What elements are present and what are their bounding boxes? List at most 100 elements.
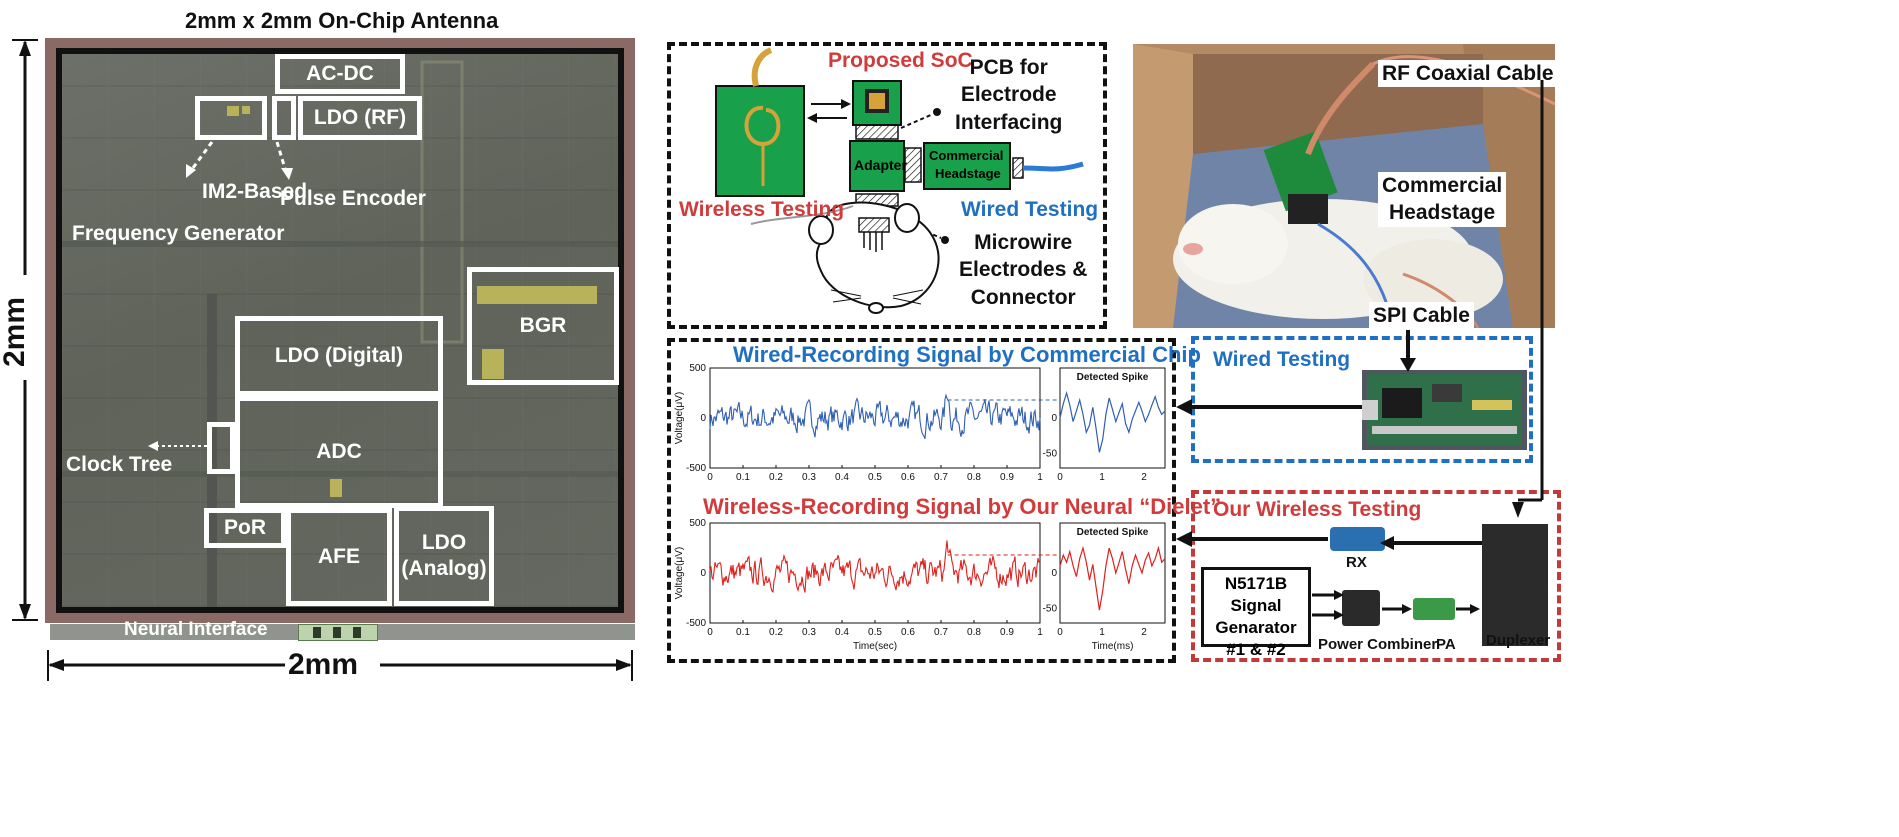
plot-1-xtick-1: 0.1 [736,627,750,638]
inset-0-xtick-2: 2 [1141,472,1147,483]
plot-0-xtick-1: 0.1 [736,472,750,483]
microwire-label: Microwire Electrodes & Connector [959,229,1087,311]
ldo-analog-label-2: (Analog) [401,557,487,580]
adapter-board: Adapter [849,140,907,192]
plot-1-xtick-7: 0.7 [934,627,948,638]
spi-cable-label: SPI Cable [1369,302,1474,328]
power-combiner-device [1342,590,1380,626]
ldo-digital-block: LDO (Digital) [235,316,443,396]
rf-coaxial-cable-label: RF Coaxial Cable [1378,60,1555,88]
ldo-rf-label: LDO (RF) [313,105,407,129]
pcb-label-line1: PCB for [969,56,1048,79]
por-label: PoR [224,515,266,539]
plot-0-xtick-5: 0.5 [868,472,882,483]
pcb-label: PCB for Electrode Interfacing [955,54,1062,136]
plot-1-xtick-0: 0 [707,627,713,638]
plot-0-xtick-2: 0.2 [769,472,783,483]
adc-label: ADC [316,439,362,463]
acdc-block: AC-DC [275,54,405,94]
inset-1-xtick-0: 0 [1057,627,1063,638]
chip-callout-arrows [148,141,293,451]
wireless-testing-label: Wireless Testing [679,198,845,221]
acdc-label: AC-DC [306,61,374,85]
adc-block: ADC [235,396,443,508]
neural-interface-label: Neural Interface [124,619,268,640]
rx-dongle [1330,527,1385,551]
afe-label: AFE [318,544,360,568]
plot-1-xtick-4: 0.4 [835,627,849,638]
por-block: PoR [204,508,286,548]
plot-0-ylabel: Voltage(μV) [674,392,685,444]
plot-0-ytick-0: 500 [689,363,706,374]
inset-1-ytick-0: 0 [1051,568,1057,579]
plot-1-xtick-2: 0.2 [769,627,783,638]
chip-width-label: 2mm [288,648,359,681]
chip-die: AC-DC LDO (RF) IM2-Based Frequency Gener… [62,54,619,607]
wired-recorder-board [1362,370,1527,450]
siggen-line2: Genarator [1215,618,1297,638]
vertical-dimension-arrow [12,39,38,621]
plot-0-ytick-1: 0 [700,413,706,424]
signal-generator-box: N5171B Signal Genarator #1 & #2 [1201,567,1311,659]
inset-0-ytick-0: 0 [1051,413,1057,424]
horizontal-dimension-arrow [47,650,633,681]
neural-interface-pads [298,624,378,641]
chip-title: 2mm x 2mm On-Chip Antenna [185,8,499,33]
ldo-digital-label: LDO (Digital) [274,343,404,367]
plot-1-ytick-2: -500 [686,618,706,629]
inset-0-xtick-1: 1 [1099,472,1105,483]
clock-tree-block [207,422,235,474]
ldo-analog-label-1: LDO [421,530,467,554]
im2-label-line1: IM2-Based [202,180,308,203]
plot-0-xtick-0: 0 [707,472,713,483]
im2-frequency-generator-block [195,96,267,140]
bgr-block: BGR [467,267,619,385]
photo-headstage-line2: Headstage [1389,201,1496,225]
pulse-encoder-label: Pulse Encoder [280,187,426,210]
microwire-label-line2: Electrodes & [959,258,1088,282]
plot-1-xlabel: Time(sec) [853,641,897,652]
setup-drawing [715,47,1084,314]
chip-height-label: 2mm [0,296,32,368]
plot-0-xtick-8: 0.8 [967,472,981,483]
headstage-label-1: Commercial [929,148,1004,163]
inset-0-spike-line [1059,390,1166,453]
plot-1-xtick-3: 0.3 [802,627,816,638]
ldo-analog-block: LDO (Analog) [394,506,494,606]
wired-box-title: Wired Testing [1213,348,1351,371]
inset-0-ytick-1: -50 [1043,449,1058,460]
connection-arrows [1176,80,1544,620]
pcb-label-line2: Electrode [960,83,1057,107]
headstage-board: Commercial Headstage [923,142,1011,190]
plot-1-signal-line [709,540,1040,593]
afe-block: AFE [286,508,392,606]
inset-1-ytick-1: -50 [1043,604,1058,615]
siggen-line1: N5171B Signal [1224,574,1288,616]
plot-0-xtick-9: 0.9 [1000,472,1014,483]
inset-0-title: Detected Spike [1077,372,1149,383]
inset-1-xtick-1: 1 [1099,627,1105,638]
plot-1-xtick-5: 0.5 [868,627,882,638]
wireless-plot-title: Wireless-Recording Signal by Our Neural … [703,494,1222,519]
photo-headstage-line1: Commercial [1382,174,1503,197]
plot-1-xtick-6: 0.6 [901,627,915,638]
pa-device [1413,598,1455,620]
bgr-label: BGR [519,313,567,337]
duplexer-label: Duplexer [1486,632,1551,649]
power-combiner-label: Power Combiner [1318,636,1438,653]
proposed-soc-label: Proposed SoC [828,49,973,72]
plot-0-signal-line [709,393,1041,440]
experiment-photo: RF Coaxial Cable Commercial Headstage SP… [1133,44,1555,328]
im2-label-line2: Frequency Generator [72,222,285,245]
plot-0-ytick-2: -500 [686,463,706,474]
microwire-label-line3: Connector [970,285,1076,309]
plot-1-ytick-1: 0 [700,568,706,579]
inset-1-xlabel: Time(ms) [1092,641,1134,652]
inset-0-xtick-0: 0 [1057,472,1063,483]
wireless-testing-box: Our Wireless Testing [1191,490,1561,662]
pcb-label-line3: Interfacing [955,110,1063,134]
plot-0-xtick-7: 0.7 [934,472,948,483]
wired-testing-box: Wired Testing [1191,336,1533,463]
duplexer-device [1482,524,1548,646]
